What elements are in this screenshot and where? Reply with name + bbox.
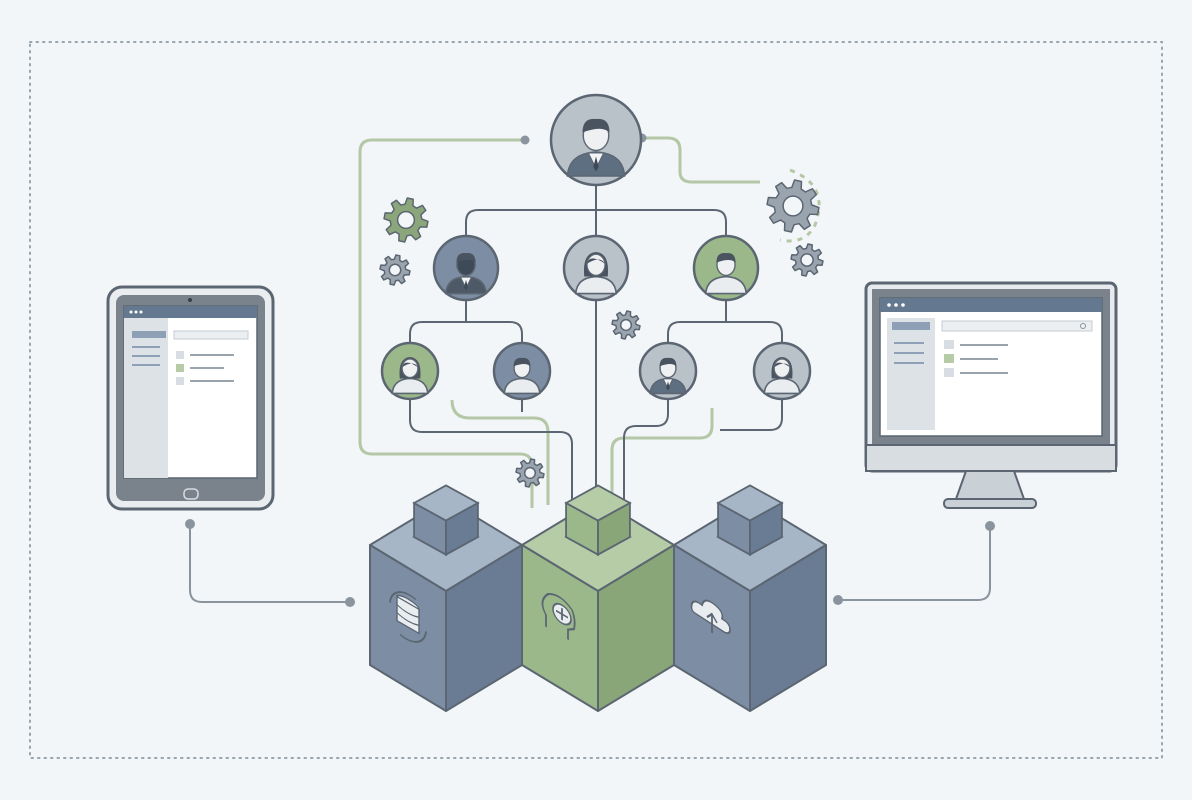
gear-icon <box>790 243 824 277</box>
gear-icon <box>379 254 411 286</box>
connector-dot <box>185 519 195 529</box>
tablet-home-button <box>183 488 199 500</box>
connector-dot <box>345 597 355 607</box>
desktop-monitor <box>864 281 1118 509</box>
module-block <box>673 484 827 712</box>
cloud-upload-icon <box>690 599 731 635</box>
gear-icon <box>383 197 429 243</box>
gear-icon <box>611 310 641 340</box>
gear-icon <box>515 458 545 488</box>
man-in-suit-icon <box>638 341 698 401</box>
tablet-sidebar <box>124 318 168 478</box>
connector-dot <box>833 595 843 605</box>
connector-dot <box>985 521 995 531</box>
tablet-device <box>106 285 275 511</box>
database-sync-icon <box>389 591 427 643</box>
monitor-sidebar <box>887 318 935 430</box>
dotted-border <box>29 41 1163 759</box>
tablet-window-header <box>124 306 257 318</box>
man-shirt-icon <box>692 234 760 302</box>
man-in-suit-icon <box>549 93 643 187</box>
head-plus-icon <box>541 593 576 641</box>
connector-lines-light <box>358 136 821 508</box>
monitor-window-header <box>880 298 1102 312</box>
module-block <box>369 484 523 712</box>
woman-icon <box>380 341 440 401</box>
man-icon <box>492 341 552 401</box>
gear-icon <box>766 179 820 233</box>
module-block <box>521 484 675 712</box>
man-dark-suit-icon <box>432 234 500 302</box>
device-connectors <box>189 524 991 603</box>
woman-icon <box>752 341 812 401</box>
connector-dot <box>520 135 530 145</box>
woman-icon <box>562 234 630 302</box>
